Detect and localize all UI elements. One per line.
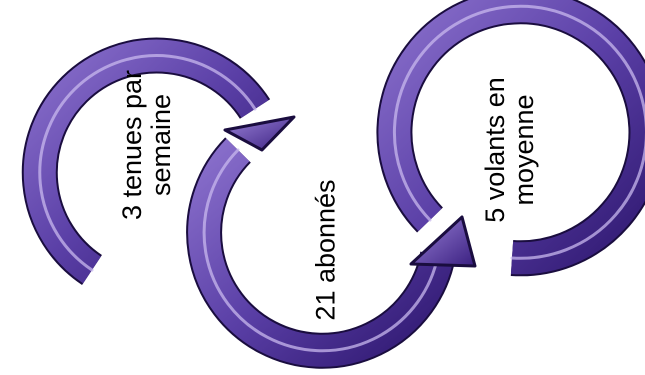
arrow-left-head xyxy=(225,117,294,150)
label-3-tenues-par-semaine: 3 tenues par semaine xyxy=(118,70,176,220)
label-c-line2: moyenne xyxy=(510,77,539,223)
label-a-line2: semaine xyxy=(147,70,176,220)
label-b-line1: 21 abonnés xyxy=(311,179,340,320)
label-c-line1: 5 volants en xyxy=(481,77,510,223)
label-21-abonnes: 21 abonnés xyxy=(311,179,340,320)
label-a-line1: 3 tenues par xyxy=(118,70,147,220)
label-5-volants-en-moyenne: 5 volants en moyenne xyxy=(481,77,539,223)
